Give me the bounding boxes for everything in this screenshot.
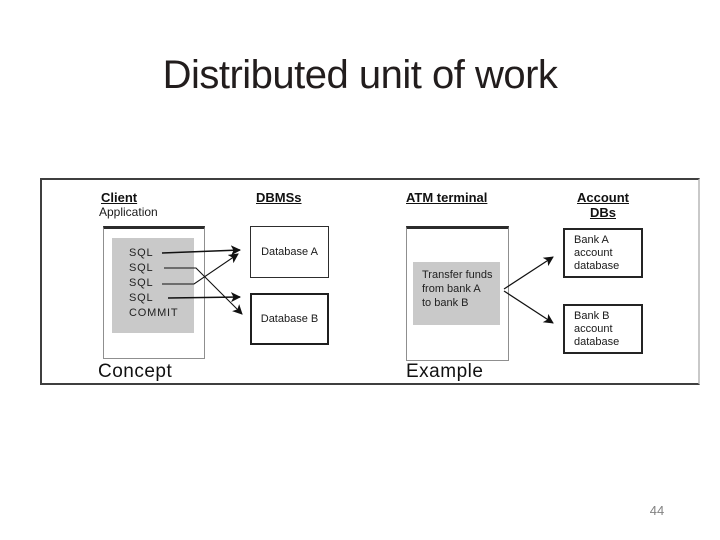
diagram-frame [40, 178, 700, 385]
dbms-heading: DBMSs [256, 190, 302, 205]
sql-statements-box: SQL SQL SQL SQL COMMIT [112, 238, 194, 333]
bank-a-line: Bank A [574, 234, 609, 246]
bank-a-database-box: Bank A account database [563, 228, 643, 278]
account-dbs-heading: Account DBs [563, 190, 643, 220]
transfer-line: from bank A [422, 283, 481, 295]
account-heading-line1: Account [577, 190, 629, 205]
sql-line: SQL [129, 292, 154, 304]
transfer-line: to bank B [422, 297, 469, 309]
transfer-line: Transfer funds [422, 269, 493, 281]
database-a-box: Database A [250, 226, 329, 278]
bank-b-line: database [574, 336, 620, 348]
atm-terminal-heading: ATM terminal [406, 190, 488, 205]
bank-a-line: account [574, 247, 613, 259]
bank-b-line: account [574, 323, 613, 335]
database-b-label: Database B [260, 313, 319, 325]
concept-caption: Concept [98, 361, 173, 382]
sql-line: SQL [129, 247, 154, 259]
database-a-label: Database A [261, 246, 318, 258]
bank-b-line: Bank B [574, 310, 610, 322]
account-heading-line2: DBs [589, 205, 616, 220]
sql-line: SQL [129, 277, 154, 289]
bank-a-line: database [574, 260, 620, 272]
client-heading: Client [101, 190, 138, 205]
slide-page-number: 44 [649, 503, 665, 518]
example-caption: Example [406, 361, 484, 382]
client-subheading: Application [99, 205, 158, 219]
sql-line: SQL [129, 262, 154, 274]
commit-line: COMMIT [129, 307, 179, 319]
transfer-funds-box: Transfer funds from bank A to bank B [413, 262, 500, 325]
bank-b-database-box: Bank B account database [563, 304, 643, 354]
database-b-box: Database B [250, 293, 329, 345]
slide-title: Distributed unit of work [162, 53, 558, 97]
